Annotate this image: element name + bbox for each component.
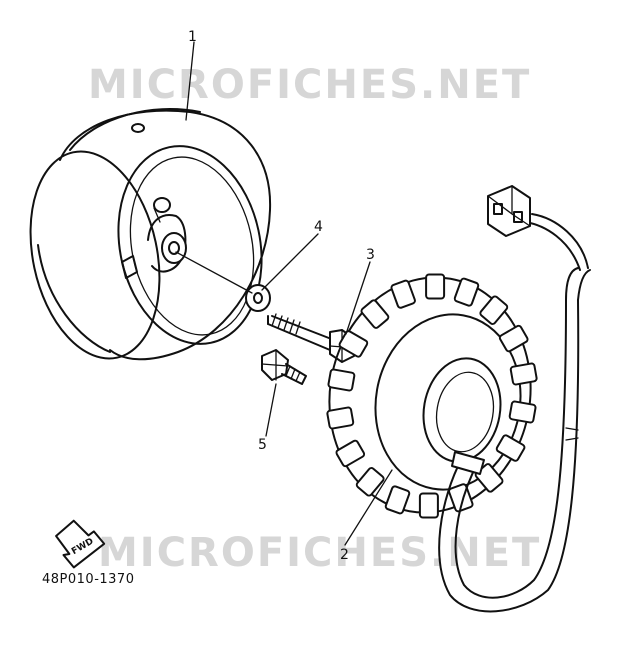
stator-pole — [448, 483, 474, 513]
stator-pole — [509, 362, 538, 386]
stator-pole — [355, 467, 385, 497]
stator-pole — [326, 406, 355, 430]
wire-harness — [438, 213, 591, 613]
washer-icon — [245, 284, 271, 312]
stator-coil-icon — [328, 276, 532, 514]
stator-pole — [338, 330, 369, 358]
stator-pole — [498, 324, 529, 353]
stator-pole — [327, 368, 356, 392]
callout-part-3[interactable]: 3 — [366, 247, 375, 263]
flywheel-rotor-icon — [29, 108, 272, 361]
stator-pole — [384, 485, 411, 515]
stator-pole — [360, 299, 390, 329]
stator-pole — [495, 434, 526, 462]
wire-connector-icon — [487, 185, 531, 237]
stator-pole — [390, 279, 416, 309]
forward-arrow-icon[interactable]: FWD — [54, 516, 107, 569]
stator-pole — [453, 277, 480, 307]
stator-pole — [418, 492, 439, 519]
stator-pole — [425, 273, 446, 300]
callout-part-4[interactable]: 4 — [314, 219, 323, 235]
stator-pole — [335, 439, 366, 468]
stator-poles — [326, 273, 538, 519]
diagram-code: 48P010-1370 — [42, 572, 135, 587]
callout-part-2[interactable]: 2 — [340, 547, 349, 563]
stator-pole — [508, 400, 537, 424]
stator-pole — [479, 295, 509, 325]
callout-part-5[interactable]: 5 — [258, 437, 267, 453]
leader-lines — [175, 41, 393, 546]
screw-icon — [261, 349, 307, 385]
callout-part-1[interactable]: 1 — [188, 29, 197, 45]
